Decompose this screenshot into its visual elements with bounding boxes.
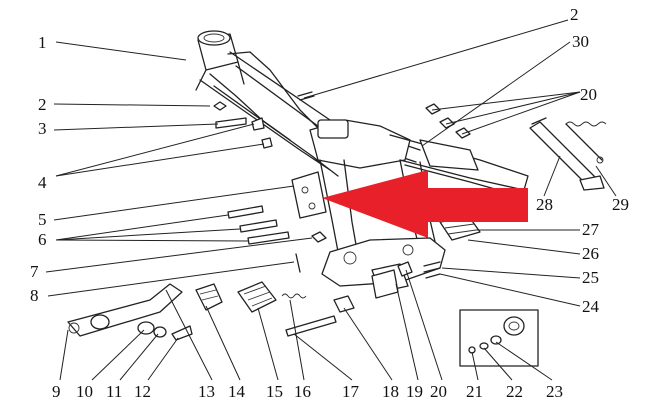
callout-12: 12 <box>134 382 151 401</box>
callout-13: 13 <box>198 382 215 401</box>
inset-detail <box>459 309 539 367</box>
callout-26: 26 <box>582 244 599 263</box>
callout-23: 23 <box>546 382 563 401</box>
callout-29: 29 <box>612 195 629 214</box>
callout-6: 6 <box>38 230 47 249</box>
brake-pedal <box>67 283 183 337</box>
callout-22: 22 <box>506 382 523 401</box>
callout-24: 24 <box>582 297 600 316</box>
callout-11: 11 <box>106 382 122 401</box>
callout-21: 21 <box>466 382 483 401</box>
callout-8: 8 <box>30 286 39 305</box>
callout-5: 5 <box>38 210 47 229</box>
frame-hardware <box>213 91 471 279</box>
callout-27: 27 <box>582 220 600 239</box>
callout-4: 4 <box>38 173 47 192</box>
callout-20-top: 20 <box>580 85 597 104</box>
callout-2-right: 2 <box>570 5 579 24</box>
callout-9: 9 <box>52 382 61 401</box>
main-frame <box>195 30 529 293</box>
pivot-nut <box>397 261 413 277</box>
callout-14: 14 <box>228 382 246 401</box>
stand-spring <box>565 121 607 164</box>
footpeg-spring <box>281 293 307 299</box>
callout-25: 25 <box>582 268 599 287</box>
callout-18: 18 <box>382 382 399 401</box>
callout-10: 10 <box>76 382 93 401</box>
highlight-arrow <box>322 170 528 238</box>
callout-20-bottom: 20 <box>430 382 447 401</box>
footrest-bracket <box>195 283 223 311</box>
callout-15: 15 <box>266 382 283 401</box>
callout-28: 28 <box>536 195 553 214</box>
pedal-hardware <box>137 321 193 341</box>
callout-17: 17 <box>342 382 360 401</box>
callout-1: 1 <box>38 33 47 52</box>
footpeg <box>237 281 277 313</box>
pivot-cotter <box>333 295 355 313</box>
callout-16: 16 <box>294 382 311 401</box>
footpeg-pin <box>285 315 337 337</box>
callout-2-left: 2 <box>38 95 47 114</box>
callout-labels: 1 2 3 4 5 6 7 8 2 30 20 28 29 27 26 25 2… <box>30 5 629 401</box>
callout-7: 7 <box>30 262 39 281</box>
side-stand <box>529 117 605 191</box>
callout-19: 19 <box>406 382 423 401</box>
leader-lines <box>45 19 617 381</box>
callout-30: 30 <box>572 32 589 51</box>
callout-3: 3 <box>38 119 47 138</box>
